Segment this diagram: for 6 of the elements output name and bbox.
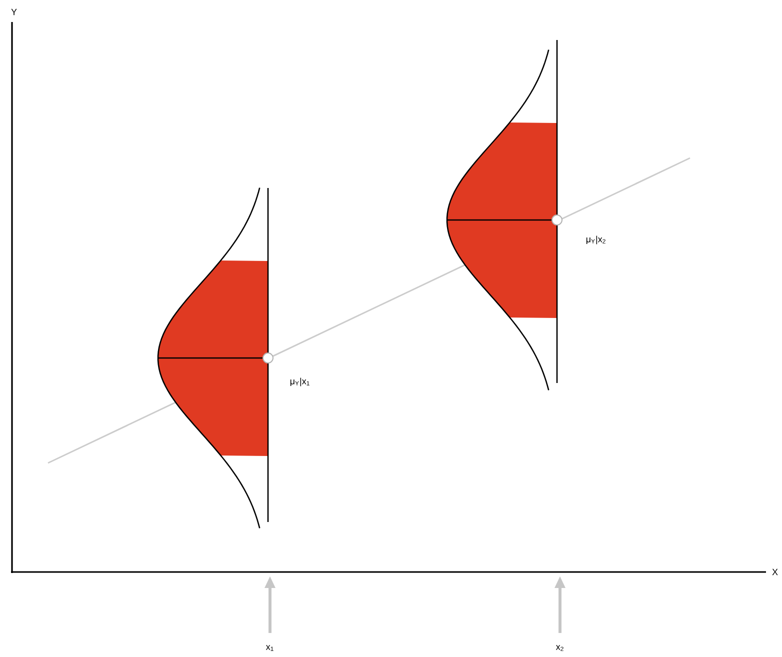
axis-label: μ$_{Y}$|x$_{1}$ <box>290 378 310 386</box>
axis-label: x$_{2}$ <box>556 645 564 651</box>
axis-label: x$_{1}$ <box>266 645 274 651</box>
axis-label: X <box>772 568 778 576</box>
axis-label: Y <box>11 8 17 16</box>
axis-label: μ$_{Y}$|x$_{2}$ <box>586 236 606 244</box>
